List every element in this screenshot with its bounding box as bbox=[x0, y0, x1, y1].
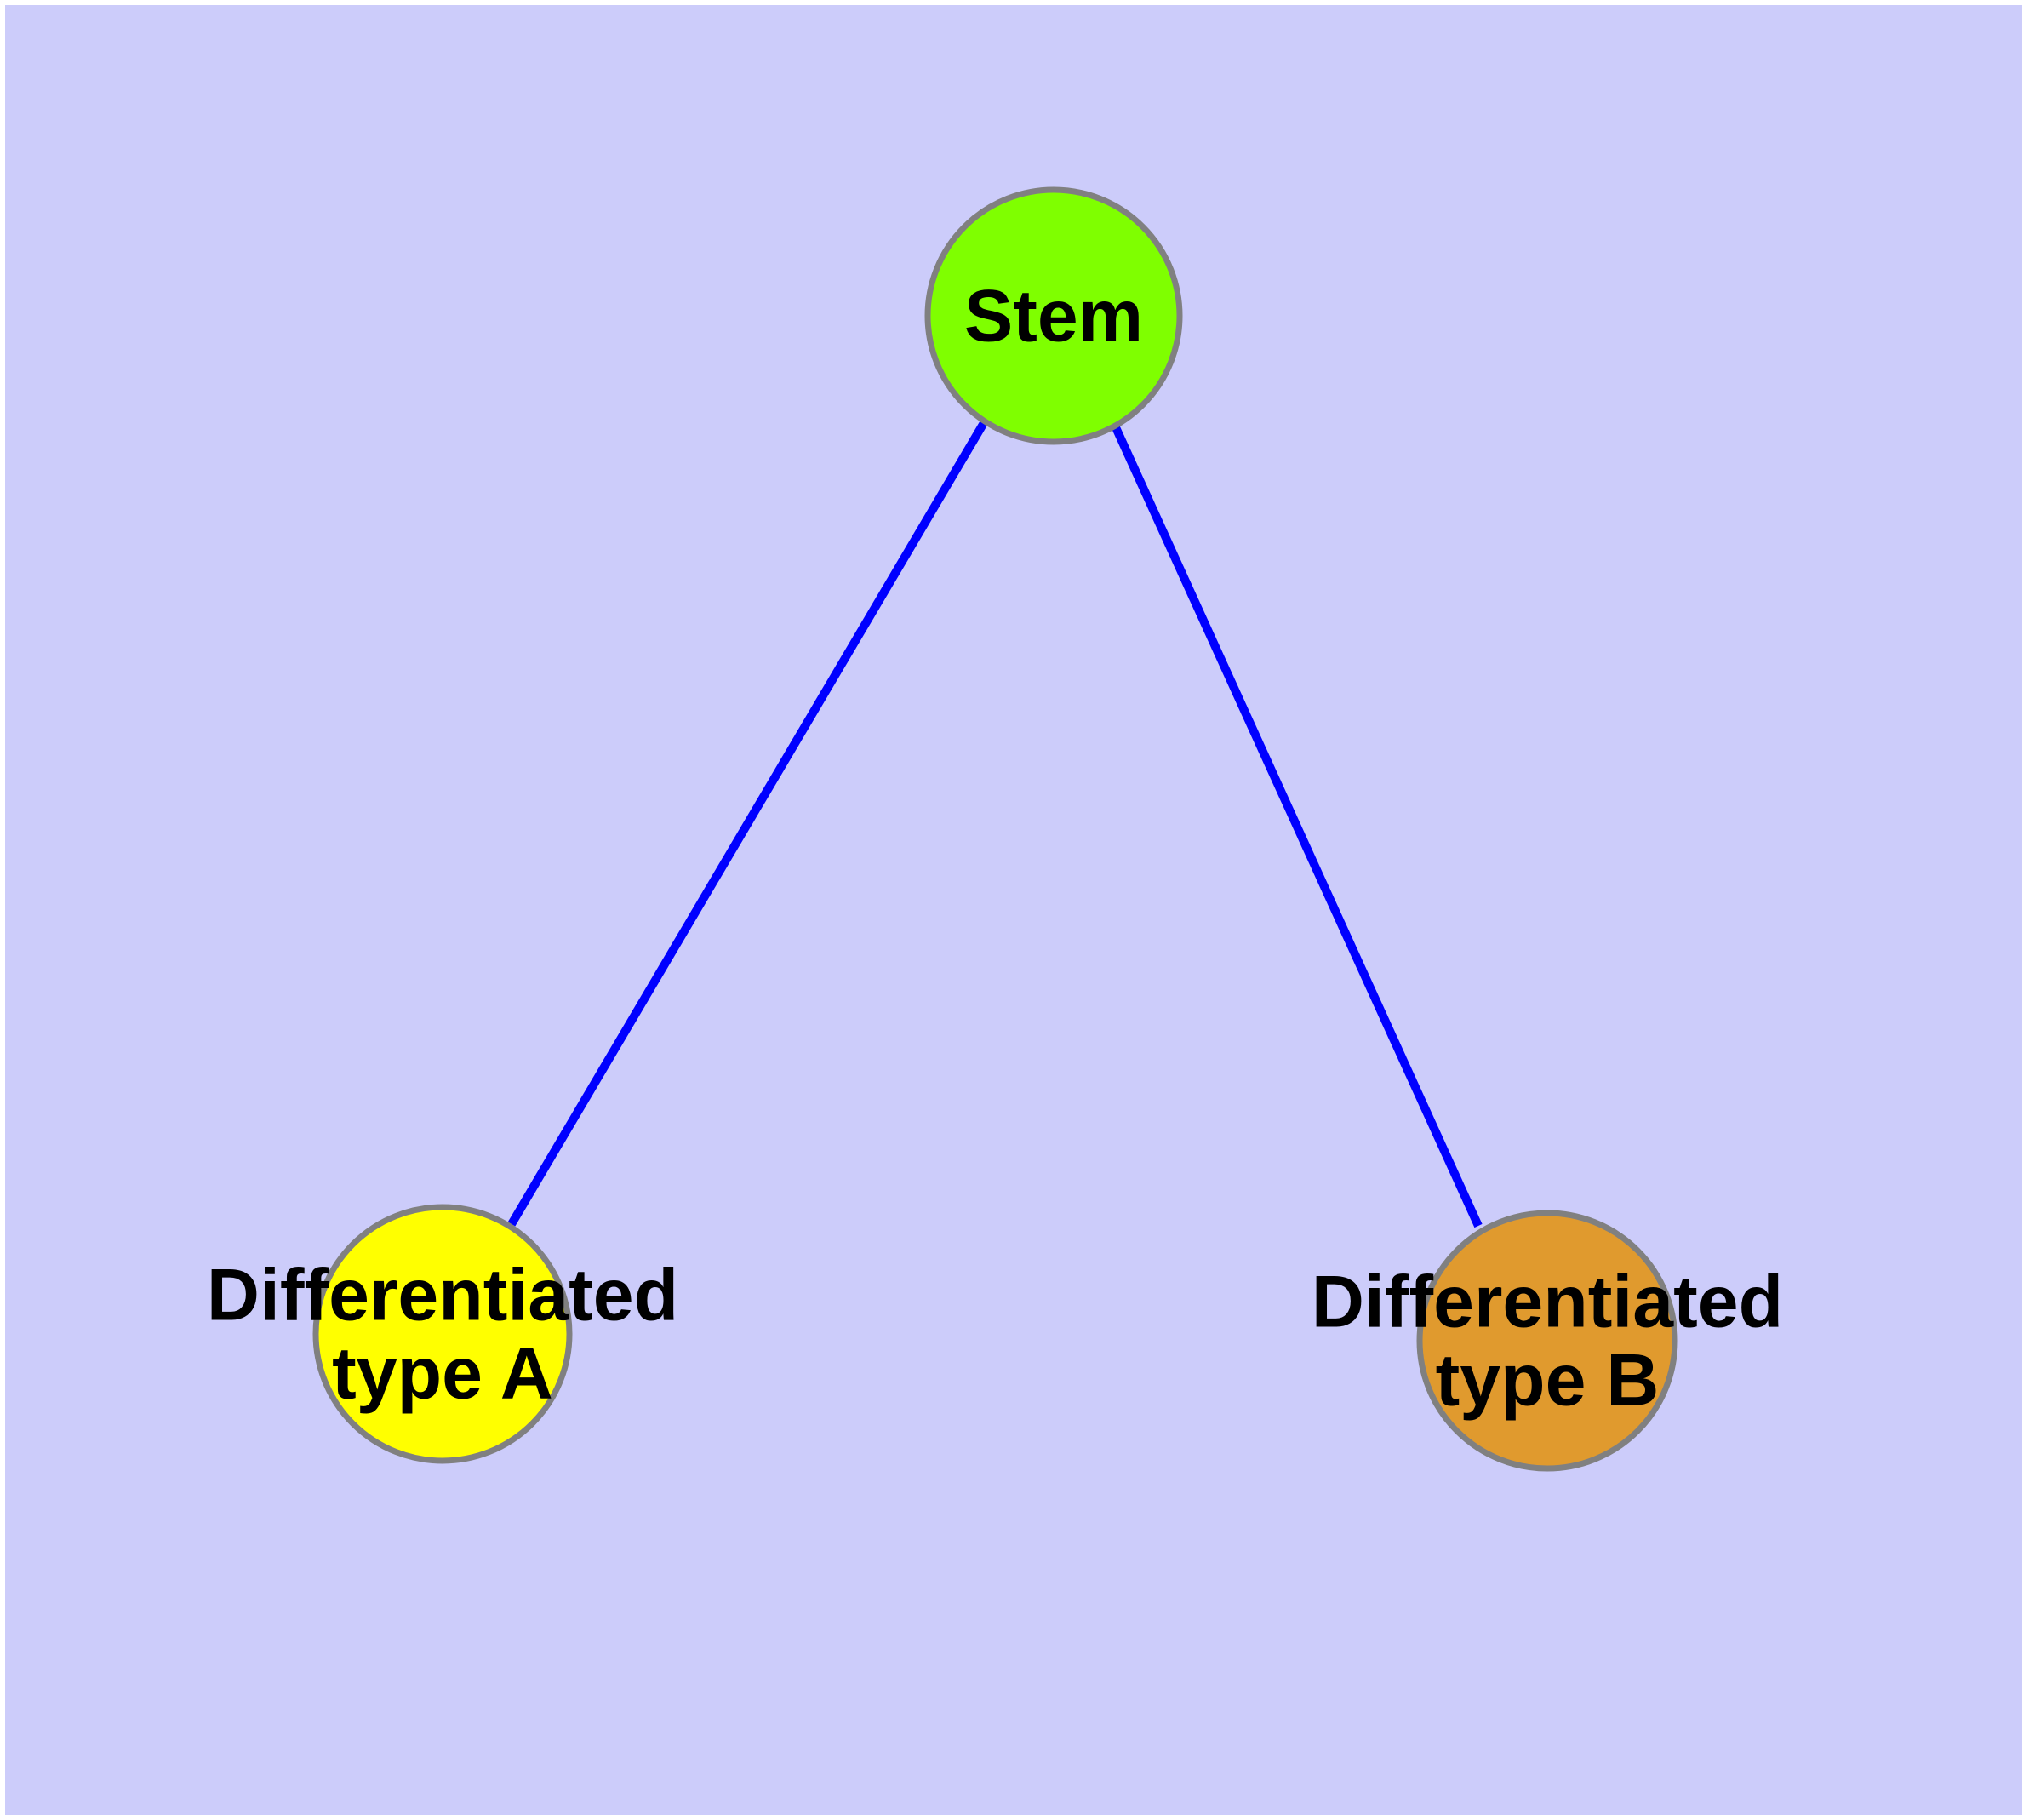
edge-stem-to-differentiated-type-a[interactable] bbox=[507, 419, 989, 1227]
edge-stem-to-differentiated-type-b[interactable] bbox=[1111, 423, 1483, 1228]
node-label-line: Differentiated bbox=[1312, 1262, 1783, 1343]
node-circle-stem[interactable] bbox=[924, 186, 1183, 445]
node-label-line: Stem bbox=[964, 276, 1143, 358]
node-label-line: type A bbox=[332, 1333, 553, 1415]
node-circle-differentiated-type-b[interactable] bbox=[1416, 1210, 1678, 1472]
node-label-line: Differentiated bbox=[207, 1255, 678, 1336]
node-label-stem: Stem bbox=[964, 276, 1143, 358]
edge-layer bbox=[507, 419, 1483, 1228]
node-label-line: type B bbox=[1436, 1340, 1660, 1422]
node-circle-layer bbox=[312, 186, 1678, 1472]
node-circle-differentiated-type-a[interactable] bbox=[312, 1204, 573, 1464]
